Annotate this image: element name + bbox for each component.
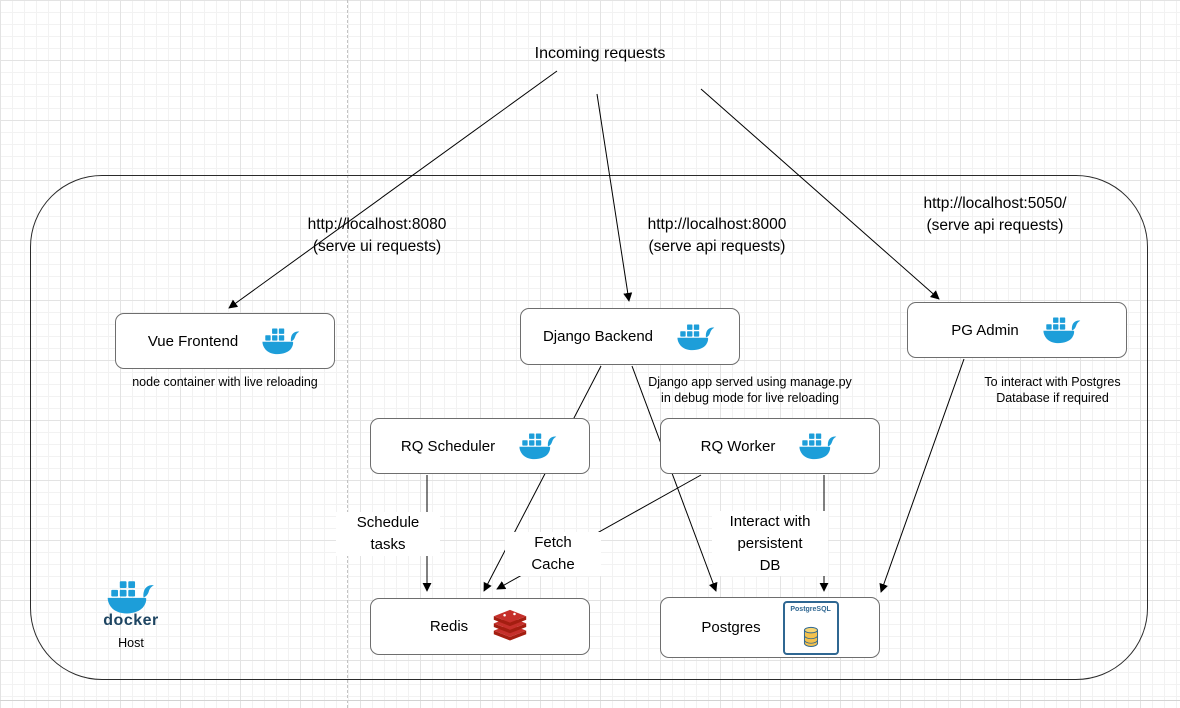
node-label: Redis	[429, 618, 469, 635]
incoming-requests-label: Incoming requests	[534, 45, 666, 62]
edge-label-interact-db: Interact with persistent DB	[712, 511, 828, 577]
edge-label-fetch-cache: Fetch Cache	[505, 532, 601, 576]
caption-vue-frontend: node container with live reloading	[132, 375, 318, 389]
docker-host-logo: docker Host	[84, 578, 178, 650]
node-label: Vue Frontend	[147, 332, 239, 350]
node-rq-scheduler: RQ Scheduler	[370, 418, 590, 474]
endpoint-label-pgadmin: http://localhost:5050/ (serve api reques…	[923, 195, 1067, 234]
node-label: PG Admin	[951, 321, 1019, 339]
node-label: Postgres	[701, 619, 761, 636]
node-label: Django Backend	[542, 328, 654, 345]
docker-host-boundary	[30, 175, 1148, 680]
endpoint-label-api: http://localhost:8000 (serve api request…	[647, 216, 787, 255]
docker-icon	[517, 431, 559, 461]
docker-icon	[1041, 315, 1083, 345]
node-django-backend: Django Backend	[520, 308, 740, 365]
caption-django-backend: Django app served using manage.py in deb…	[648, 375, 852, 406]
node-pg-admin: PG Admin	[907, 302, 1127, 358]
caption-pg-admin: To interact with Postgres Database if re…	[984, 375, 1121, 406]
docker-icon	[675, 322, 717, 352]
redis-icon	[490, 609, 530, 645]
postgresql-icon: PostgreSQL	[782, 600, 839, 655]
node-postgres: Postgres PostgreSQL	[660, 597, 880, 658]
page-boundary-horizontal	[0, 700, 1180, 701]
docker-icon	[797, 431, 839, 461]
docker-wordmark: docker	[103, 612, 159, 629]
node-redis: Redis	[370, 598, 590, 655]
edge-label-schedule-tasks: Schedule tasks	[336, 512, 440, 556]
docker-logo-icon	[105, 578, 157, 616]
page-boundary-vertical	[347, 0, 348, 708]
docker-icon	[260, 326, 302, 356]
endpoint-label-ui: http://localhost:8080 (serve ui requests…	[307, 216, 447, 255]
node-label: RQ Worker	[700, 437, 776, 455]
node-label: RQ Scheduler	[400, 437, 496, 455]
host-label: Host	[118, 636, 144, 650]
postgresql-logo-text: PostgreSQL	[790, 605, 831, 613]
node-rq-worker: RQ Worker	[660, 418, 880, 474]
database-cylinder-icon	[803, 626, 818, 647]
node-vue-frontend: Vue Frontend	[115, 313, 335, 369]
